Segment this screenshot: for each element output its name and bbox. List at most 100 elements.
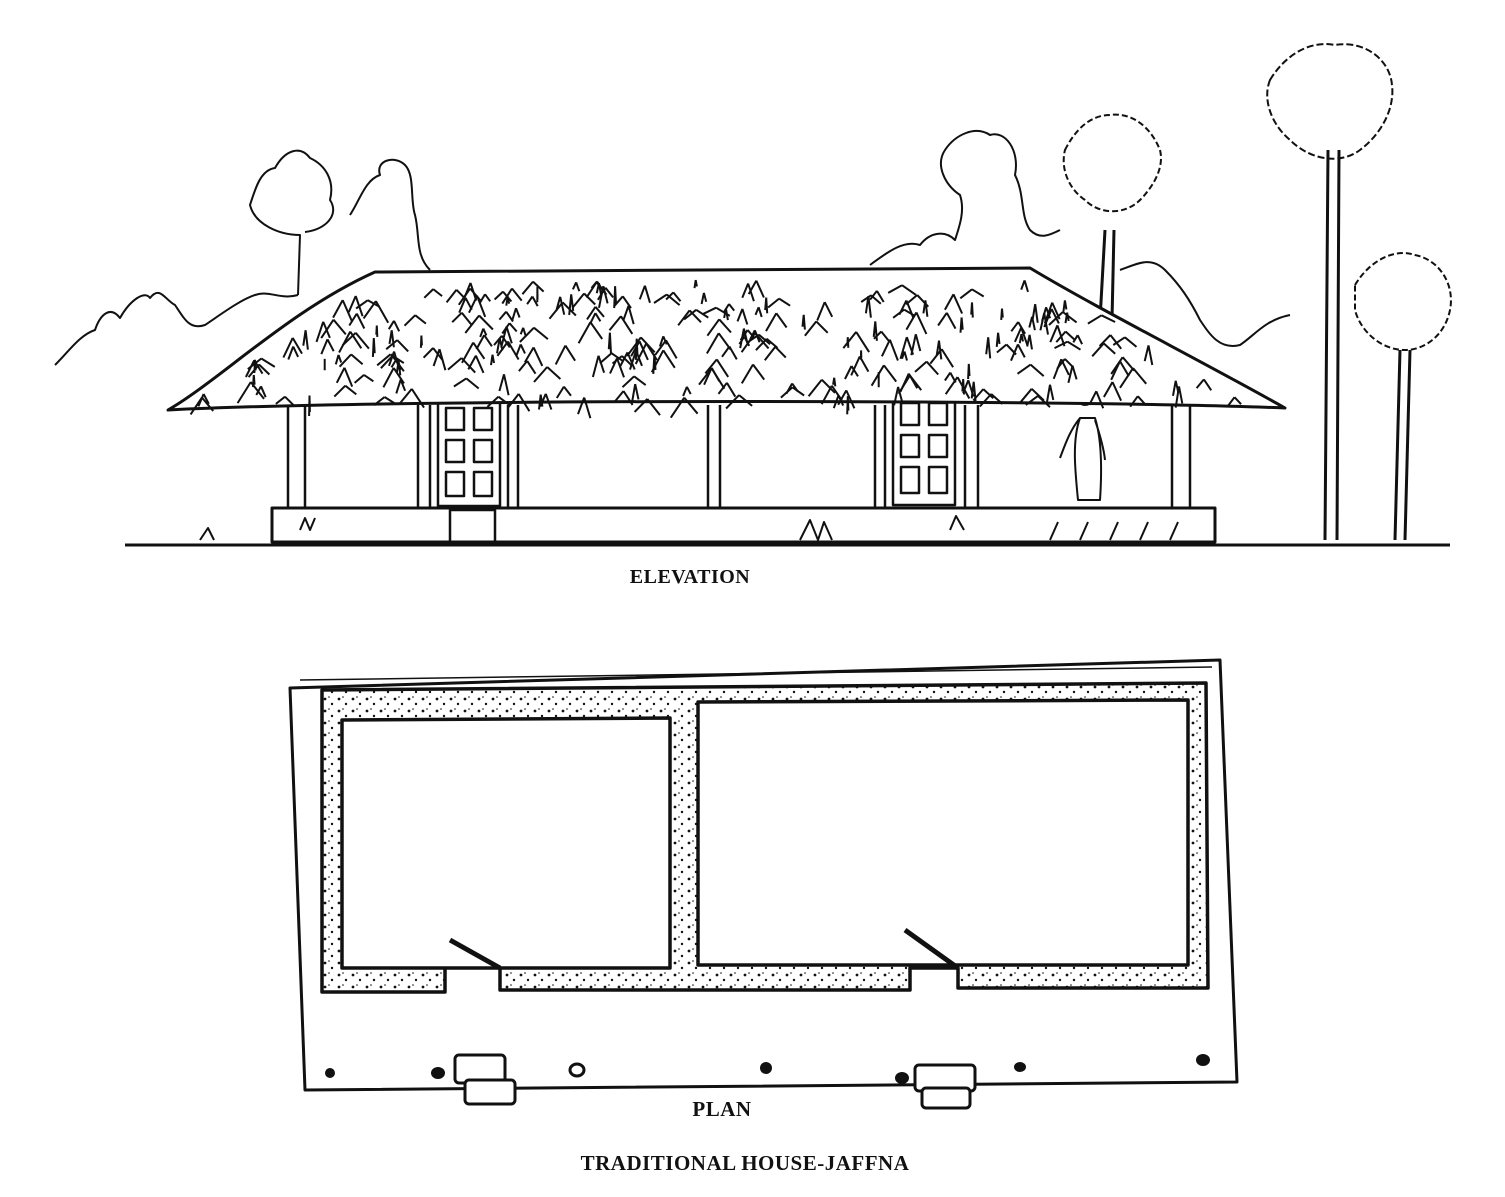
thatch-stroke bbox=[1129, 395, 1147, 408]
thatch-stroke bbox=[1010, 321, 1026, 335]
thatch-stroke bbox=[929, 348, 954, 368]
thatched-roof bbox=[166, 266, 1287, 412]
grass-tufts bbox=[199, 515, 1179, 541]
thatch-stroke bbox=[586, 306, 605, 320]
thatch-stroke bbox=[785, 382, 799, 395]
elevation-drawing bbox=[54, 43, 1452, 547]
thatch-stroke bbox=[1098, 334, 1122, 350]
thatch-stroke bbox=[613, 295, 632, 309]
thatch-stroke bbox=[914, 360, 939, 376]
thatch-stroke bbox=[498, 311, 514, 323]
thatch-stroke bbox=[334, 354, 343, 365]
thatch-stroke bbox=[872, 321, 878, 341]
thatch-stroke bbox=[338, 353, 364, 368]
thatch-stroke bbox=[607, 332, 612, 354]
door-right bbox=[891, 393, 957, 507]
thatch-stroke bbox=[897, 374, 922, 395]
thatch-stroke bbox=[804, 320, 829, 337]
background-tree-outline bbox=[1119, 261, 1291, 347]
thatch-stroke bbox=[1103, 381, 1123, 402]
palm-tree-crown bbox=[1266, 43, 1394, 160]
thatch-stroke bbox=[511, 307, 521, 321]
walls bbox=[320, 681, 1210, 994]
thatch-stroke bbox=[899, 336, 915, 360]
door-left bbox=[436, 398, 502, 544]
thatch-stroke bbox=[608, 315, 634, 335]
plinth bbox=[270, 506, 1217, 544]
thatch-stroke bbox=[524, 346, 544, 367]
thatch-stroke bbox=[880, 339, 899, 361]
thatch-stroke bbox=[634, 338, 639, 360]
thatch-stroke bbox=[1110, 356, 1135, 375]
thatch-stroke bbox=[959, 317, 964, 333]
thatch-stroke bbox=[302, 330, 309, 350]
thatch-stroke bbox=[1018, 333, 1024, 344]
thatch-stroke bbox=[589, 312, 602, 324]
thatch-stroke bbox=[764, 346, 787, 361]
thatch-stroke bbox=[1112, 336, 1138, 348]
palm-tree-trunk bbox=[1393, 349, 1412, 541]
thatch-stroke bbox=[972, 388, 994, 402]
thatch-stroke bbox=[1062, 300, 1068, 312]
thatch-stroke bbox=[348, 313, 366, 329]
thatch-stroke bbox=[816, 301, 834, 321]
door-leaf-left bbox=[448, 937, 502, 971]
thatch-stroke bbox=[453, 377, 480, 390]
thatch-stroke bbox=[1045, 384, 1055, 404]
palm-tree-trunk bbox=[1098, 229, 1116, 321]
thatch-stroke bbox=[754, 306, 763, 318]
tree-canopy bbox=[249, 149, 335, 296]
thatch-stroke bbox=[353, 374, 374, 384]
tree-canopy bbox=[349, 158, 431, 271]
thatch-stroke bbox=[555, 385, 572, 399]
thatch-stroke bbox=[189, 396, 214, 415]
drawing-title: TRADITIONAL HOUSE-JAFFNA bbox=[580, 1151, 910, 1175]
background-tree-outline bbox=[54, 291, 299, 366]
thatch-stroke bbox=[764, 297, 769, 314]
thatch-stroke bbox=[385, 339, 409, 353]
thatch-stroke bbox=[621, 375, 647, 388]
thatch-stroke bbox=[1067, 365, 1078, 384]
thatch-stroke bbox=[1043, 302, 1061, 324]
thatch-stroke bbox=[1195, 378, 1213, 391]
thatch-stroke bbox=[253, 359, 257, 374]
thatch-stroke bbox=[846, 337, 850, 348]
thatch-stroke bbox=[633, 398, 661, 416]
thatch-stroke bbox=[403, 314, 427, 327]
thatch-stroke bbox=[922, 300, 929, 317]
thatch-stroke bbox=[1054, 340, 1082, 351]
thatch-stroke bbox=[308, 395, 311, 417]
thatch-stroke bbox=[539, 393, 553, 410]
thatch-stroke bbox=[747, 280, 765, 298]
thatch-stroke bbox=[1056, 358, 1074, 370]
thatch-stroke bbox=[555, 296, 566, 315]
thatch-stroke bbox=[937, 312, 957, 330]
palm-tree-crown bbox=[1354, 252, 1452, 351]
thatch-stroke bbox=[355, 299, 380, 310]
thatch-stroke bbox=[613, 286, 617, 309]
thatch-stroke bbox=[599, 352, 624, 364]
thatch-stroke bbox=[944, 293, 964, 314]
thatch-stroke bbox=[739, 328, 749, 349]
thatch-stroke bbox=[842, 331, 870, 353]
thatch-stroke bbox=[486, 395, 510, 408]
thatch-stroke bbox=[611, 355, 633, 367]
thatch-stroke bbox=[898, 300, 915, 319]
thatch-stroke bbox=[1055, 330, 1076, 343]
thatch-stroke bbox=[1010, 343, 1026, 362]
thatch-stroke bbox=[419, 335, 423, 348]
thatch-stroke bbox=[767, 297, 791, 309]
thatch-stroke bbox=[698, 367, 726, 390]
thatch-stroke bbox=[638, 285, 651, 304]
thatch-stroke bbox=[320, 319, 347, 339]
thatch-stroke bbox=[479, 328, 488, 338]
thatch-stroke bbox=[944, 376, 971, 399]
thatch-stroke bbox=[451, 311, 473, 326]
thatch-stroke bbox=[572, 292, 596, 308]
thatch-stroke bbox=[332, 299, 354, 323]
thatch-stroke bbox=[501, 287, 523, 305]
thatch-stroke bbox=[844, 365, 859, 380]
thatch-stroke bbox=[333, 384, 357, 398]
thatch-stroke bbox=[701, 306, 731, 317]
